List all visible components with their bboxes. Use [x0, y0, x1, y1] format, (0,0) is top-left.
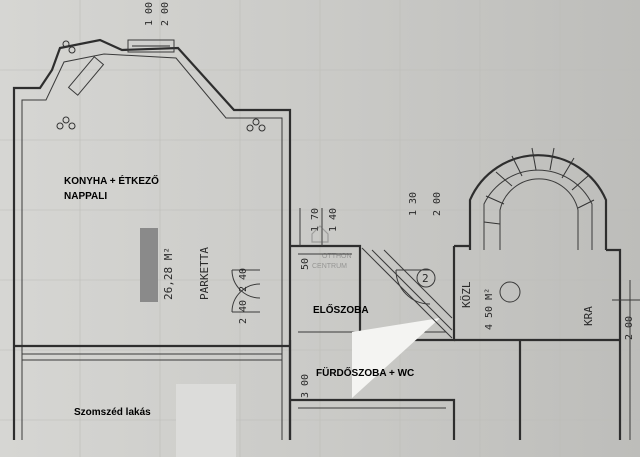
- grey-marker: [140, 228, 158, 302]
- kitchen-label: KONYHA + ÉTKEZŐ: [64, 176, 159, 187]
- room-circle-plus: [499, 281, 521, 303]
- bathroom-label: FÜRDŐSZOBA + WC: [316, 368, 415, 379]
- kozl-area: 4 50 M²: [484, 288, 495, 330]
- watermark-line2: CENTRUM: [312, 263, 347, 270]
- bathroom-walls: [288, 340, 456, 440]
- dim-200: 2 00: [160, 2, 171, 26]
- door-swings: [231, 208, 431, 313]
- dim-240a: 2 40: [238, 268, 249, 292]
- dim-200b: 2 00: [432, 192, 443, 216]
- dim-100: 1 00: [144, 2, 155, 26]
- dim-140: 1 40: [328, 208, 339, 232]
- neighbor-highlight: [176, 384, 236, 457]
- window-markers: [56, 40, 266, 132]
- right-rooms-walls: [454, 244, 622, 440]
- spiral-staircase: [468, 147, 608, 250]
- room-number-circle: [416, 268, 436, 288]
- kitchen-inner-walls: [21, 53, 283, 440]
- hall-stair-lines: [361, 247, 453, 339]
- right-edge-lines: [612, 280, 640, 440]
- hallway-label: ELŐSZOBA: [313, 305, 369, 316]
- dim-170: 1 70: [310, 208, 321, 232]
- dim-50: 50: [300, 258, 311, 270]
- watermark-logo: OTTHON CENTRUM: [311, 225, 352, 270]
- watermark-line1: OTTHON: [322, 253, 352, 260]
- bay-window: [67, 39, 175, 96]
- kra-label: KRA: [582, 306, 595, 326]
- bathroom-highlight: [352, 318, 440, 398]
- dim-130: 1 30: [408, 192, 419, 216]
- living-room-label: NAPPALI: [64, 191, 108, 202]
- dim-300: 3 00: [300, 374, 311, 398]
- room-number: 2: [422, 272, 429, 285]
- kozl-label: KÖZL: [460, 281, 473, 308]
- neighbor-apartment-label: Szomszéd lakás: [74, 407, 151, 418]
- right-dims: 2 00: [624, 316, 635, 340]
- kitchen-area: 26,28 M²: [162, 247, 175, 300]
- dim-240b: 2 40: [238, 300, 249, 324]
- kitchen-walls: [12, 38, 292, 440]
- neighbor-wall: [22, 353, 282, 361]
- kitchen-floor-type: PARKETTA: [198, 247, 211, 300]
